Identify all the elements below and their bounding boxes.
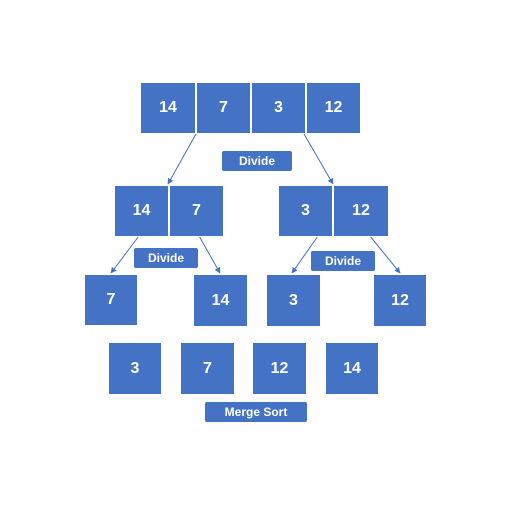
- divide-label-top: Divide: [222, 151, 292, 171]
- arrow-top-right: [303, 133, 334, 185]
- arrow-right-left: [291, 235, 319, 274]
- merge-sort-label: Merge Sort: [205, 402, 307, 422]
- arrow-left-left: [110, 235, 140, 274]
- level1-left-cell: 14: [114, 185, 169, 237]
- level2-cell: 14: [193, 274, 248, 327]
- level2-cell: 7: [84, 274, 138, 326]
- level2-cell: 12: [373, 274, 427, 327]
- level0-cell: 7: [196, 82, 251, 134]
- level0-cell: 12: [306, 82, 361, 134]
- divide-label-left: Divide: [134, 248, 198, 268]
- level1-right-cell: 3: [278, 185, 333, 237]
- level0-cell: 14: [140, 82, 196, 134]
- sorted-cell: 7: [180, 342, 235, 395]
- sorted-cell: 12: [252, 342, 307, 395]
- divide-label-right: Divide: [311, 251, 375, 271]
- sorted-cell: 3: [108, 342, 162, 395]
- arrow-right-right: [369, 235, 401, 274]
- level1-right-cell: 12: [333, 185, 389, 237]
- sorted-cell: 14: [325, 342, 379, 395]
- level1-left-cell: 7: [169, 185, 224, 237]
- arrow-top-left: [167, 133, 197, 185]
- level2-cell: 3: [266, 274, 321, 327]
- level0-cell: 3: [251, 82, 306, 134]
- arrow-left-right: [198, 235, 221, 274]
